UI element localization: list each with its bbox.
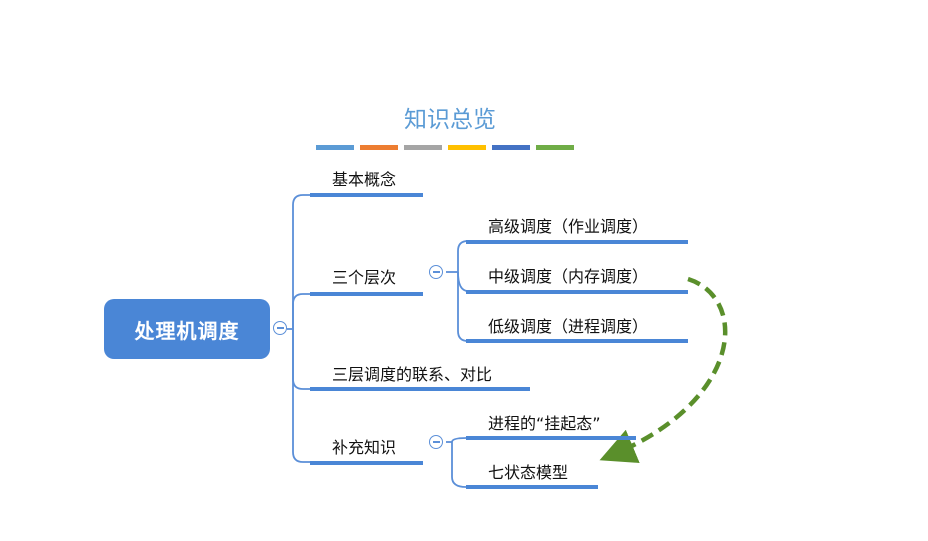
title-bar-orange (360, 145, 398, 150)
level-mid-label: 中级调度（内存调度） (488, 267, 649, 286)
branch-basic-concepts-label: 基本概念 (332, 170, 397, 189)
seven-state-label: 七状态模型 (488, 463, 569, 482)
root-node-label: 处理机调度 (134, 318, 240, 343)
connector-branch-basic (292, 194, 310, 329)
branch-extra-label: 补充知识 (332, 438, 397, 457)
page-title: 知识总览 (404, 107, 496, 133)
branch-compare-label: 三层调度的联系、对比 (332, 365, 493, 384)
suspend-state-underline (466, 436, 636, 440)
level-low-label: 低级调度（进程调度） (488, 317, 649, 336)
level-high-underline (466, 240, 688, 244)
title-bar-gray (404, 145, 442, 150)
branch-three-levels-label: 三个层次 (332, 268, 397, 287)
three-levels-collapse-icon[interactable] (429, 265, 443, 279)
level-mid-underline (466, 290, 688, 294)
connector-level-mid (457, 271, 469, 292)
connector-branch-three-levels (292, 293, 310, 329)
title-bar-green (536, 145, 574, 150)
connector-branch-extra (292, 329, 310, 463)
connector-branch-compare (292, 329, 310, 390)
root-collapse-icon[interactable] (273, 321, 287, 335)
branch-extra-underline (310, 461, 423, 465)
root-node[interactable]: 处理机调度 (104, 299, 270, 359)
extra-collapse-icon[interactable] (429, 435, 443, 449)
level-high-label: 高级调度（作业调度） (488, 217, 649, 236)
branch-basic-concepts-underline (310, 193, 423, 197)
branch-three-levels-underline (310, 292, 423, 296)
level-low-underline (466, 339, 688, 343)
connector-level-high (457, 240, 469, 272)
title-bar-yellow (448, 145, 486, 150)
title-bar-darkblue (492, 145, 530, 150)
connector-extra-seven-state (451, 442, 467, 488)
connector-extra-suspend (451, 437, 467, 443)
branch-compare-underline (310, 387, 530, 391)
suspend-state-label: 进程的“挂起态” (488, 414, 601, 433)
seven-state-underline (466, 485, 598, 489)
title-bar-blue (316, 145, 354, 150)
dashed-arrow (599, 276, 728, 463)
